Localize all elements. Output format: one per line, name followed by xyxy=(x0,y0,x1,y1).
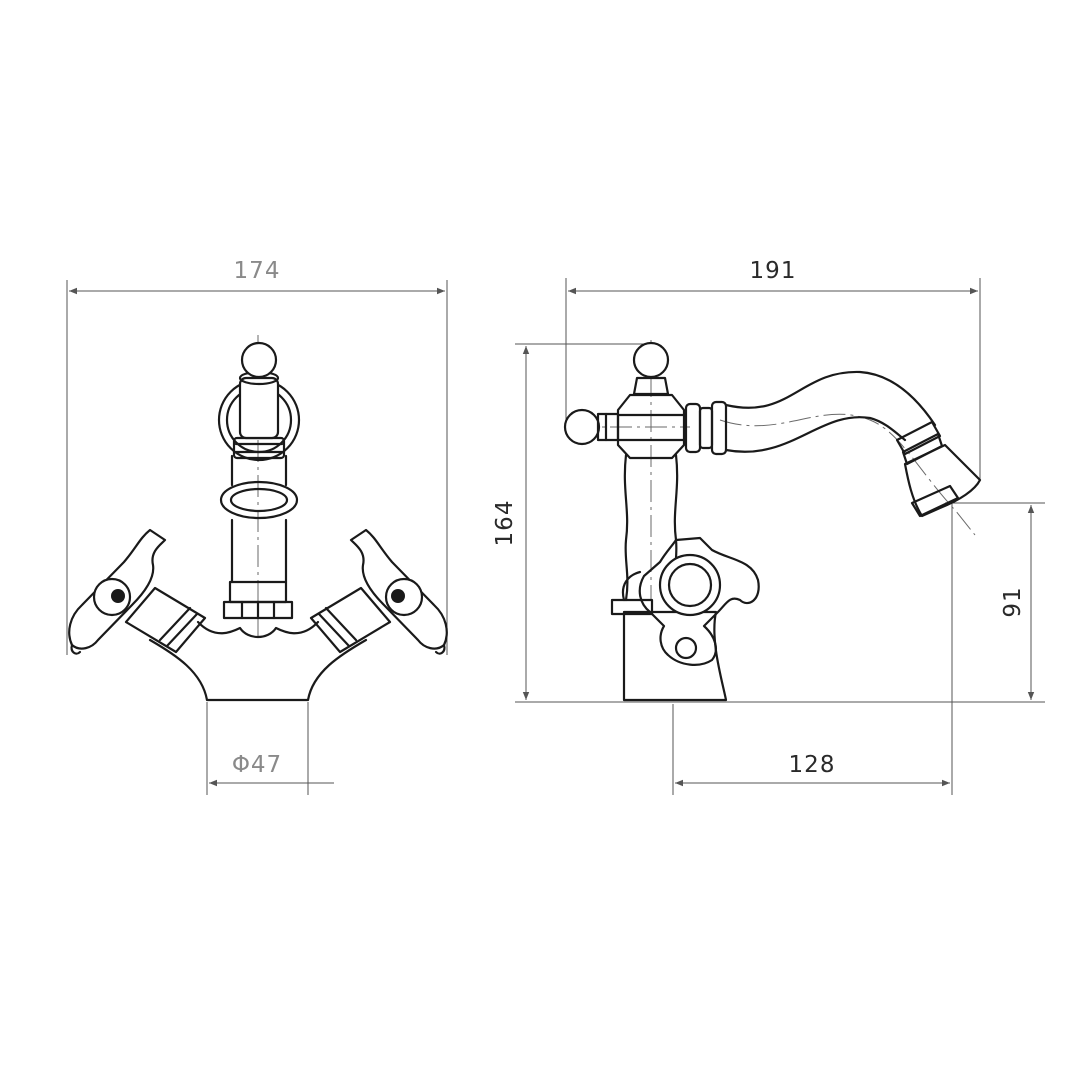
dimension-reach: 128 xyxy=(672,503,953,795)
side-base xyxy=(622,610,728,702)
dimension-spout-height: 91 xyxy=(945,502,1045,700)
spout-height-label: 91 xyxy=(1000,586,1026,617)
front-left-arm xyxy=(124,586,207,654)
side-lateral-knob xyxy=(563,408,620,446)
dimension-width-front: 174 xyxy=(66,258,448,655)
side-view: 191 164 91 128 xyxy=(492,258,1045,795)
front-top-knob xyxy=(240,341,278,379)
dimension-base-diameter: Φ47 xyxy=(206,702,334,795)
front-right-handle xyxy=(349,528,448,655)
front-body xyxy=(148,620,368,702)
side-spout xyxy=(724,370,937,453)
front-aerator xyxy=(219,480,299,520)
spout-centerline xyxy=(719,413,976,536)
front-view: 174 Φ47 xyxy=(66,258,448,795)
front-left-handle xyxy=(68,528,167,655)
side-top-knob xyxy=(632,341,670,396)
dimension-length-side: 191 xyxy=(565,258,981,480)
front-right-arm xyxy=(309,586,392,654)
side-handle xyxy=(638,536,760,666)
width-label-front: 174 xyxy=(234,258,281,284)
side-aerator xyxy=(895,420,982,518)
dimension-height-side: 164 xyxy=(492,343,1045,703)
height-label-side: 164 xyxy=(492,500,518,547)
reach-label: 128 xyxy=(789,752,836,778)
side-spout-collar xyxy=(684,400,728,456)
front-hex-nut xyxy=(222,580,294,620)
diameter-label: Φ47 xyxy=(232,752,282,778)
length-label-side: 191 xyxy=(750,258,797,284)
front-spout-column xyxy=(230,518,288,584)
